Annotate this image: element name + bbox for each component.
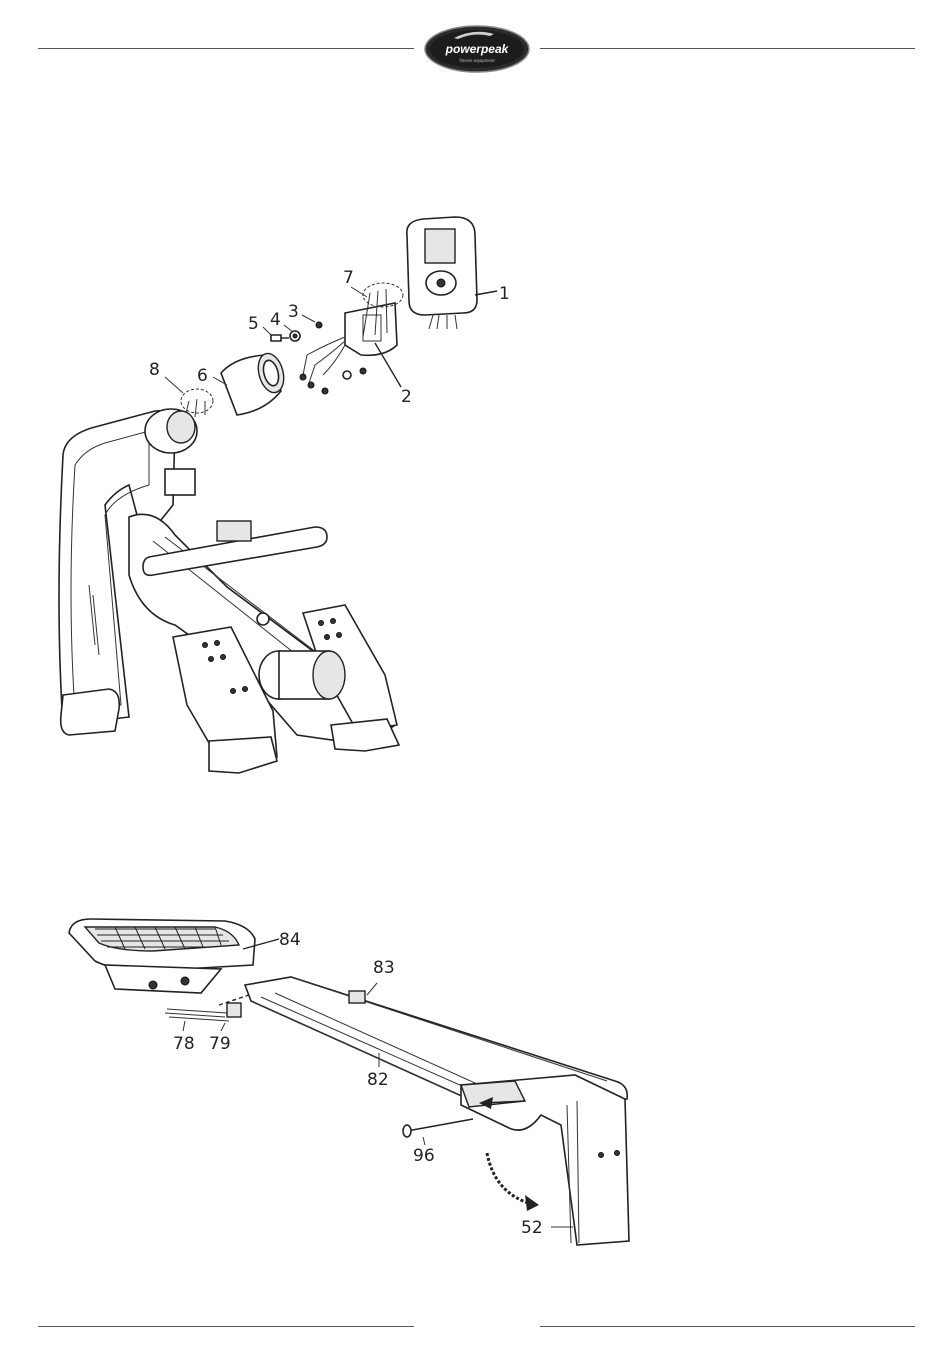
bracket-part <box>300 283 403 394</box>
console-part <box>407 217 477 329</box>
callout-4: 4 <box>270 310 281 330</box>
bolt-icon <box>271 335 281 341</box>
header-rule-left <box>38 48 414 49</box>
seat-part <box>69 919 255 993</box>
callout-52: 52 <box>521 1218 543 1238</box>
footer-rule-right <box>540 1326 915 1327</box>
callout-6: 6 <box>197 366 208 386</box>
callout-2: 2 <box>401 387 412 407</box>
sleeve-part <box>221 351 288 415</box>
brand-logo: powerpeak fitness equipment <box>424 24 530 74</box>
callout-79: 79 <box>209 1034 231 1054</box>
callout-96: 96 <box>413 1146 435 1166</box>
callout-83: 83 <box>373 958 395 978</box>
callout-3: 3 <box>288 302 299 322</box>
footer-rule-left <box>38 1326 414 1327</box>
rail-assembly-diagram: 84 83 82 78 79 96 52 <box>55 905 655 1260</box>
callout-78: 78 <box>173 1034 195 1054</box>
rowing-machine-frame <box>59 409 399 773</box>
callout-82: 82 <box>367 1070 389 1090</box>
callout-5: 5 <box>248 314 259 334</box>
callout-7: 7 <box>343 268 354 288</box>
callout-84: 84 <box>279 930 301 950</box>
brand-tagline: fitness equipment <box>459 58 495 63</box>
brand-name: powerpeak <box>445 42 510 56</box>
header-rule-right <box>540 48 915 49</box>
screw-icon <box>316 322 322 328</box>
console-assembly-diagram: 1 2 3 4 5 7 6 8 <box>45 205 535 785</box>
callout-1: 1 <box>499 284 510 304</box>
callout-8: 8 <box>149 360 160 380</box>
